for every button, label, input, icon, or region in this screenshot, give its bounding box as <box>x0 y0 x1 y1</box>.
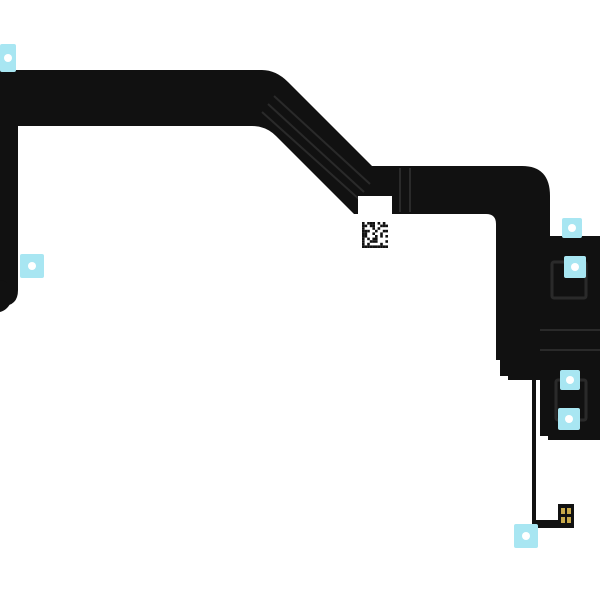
barcode-module <box>377 227 381 230</box>
mounting-tab <box>20 254 44 278</box>
barcode-module <box>372 224 375 228</box>
contact-pad <box>558 504 574 528</box>
barcode-module <box>362 237 365 241</box>
barcode-module <box>367 245 370 248</box>
barcode-module <box>385 224 388 228</box>
mounting-tab <box>0 44 16 72</box>
barcode-module <box>364 245 368 248</box>
barcode-module <box>380 235 383 238</box>
barcode-module <box>382 222 386 225</box>
barcode-module <box>362 227 365 230</box>
barcode-module <box>369 224 373 228</box>
barcode-module <box>380 232 383 235</box>
barcode-module <box>377 245 381 248</box>
barcode-module <box>382 229 386 233</box>
barcode-label <box>358 196 392 248</box>
ribbon-left-arm <box>0 70 408 306</box>
barcode-module <box>382 224 386 228</box>
barcode-module <box>367 222 370 225</box>
mounting-tab <box>560 370 580 390</box>
barcode-module <box>380 242 383 246</box>
barcode-module <box>369 240 373 243</box>
flex-ribbon <box>0 70 600 528</box>
barcode-module <box>367 229 370 233</box>
barcode-module <box>362 229 365 233</box>
barcode-module <box>375 235 378 238</box>
barcode-module <box>364 224 368 228</box>
barcode-module <box>364 235 368 238</box>
barcode-module <box>362 222 365 225</box>
barcode-module <box>385 229 388 233</box>
barcode-module <box>362 224 365 228</box>
mounting-tab <box>562 218 582 238</box>
barcode-module <box>372 237 375 241</box>
contact-gold <box>567 517 571 523</box>
mounting-tab <box>514 524 538 548</box>
mounting-tab <box>564 256 586 278</box>
barcode-module <box>382 245 386 248</box>
ribbon-right-arm <box>408 166 560 528</box>
ribbon-left-tail <box>0 280 12 312</box>
trace-line <box>273 95 371 185</box>
contact-gold <box>561 517 565 523</box>
adhesive-tabs <box>0 44 586 548</box>
barcode-module <box>375 240 378 243</box>
barcode-module <box>369 222 373 225</box>
contact-gold <box>567 508 571 514</box>
barcode-module <box>372 222 375 225</box>
barcode-module <box>385 235 388 238</box>
contact-base <box>558 504 574 528</box>
datamatrix-barcode <box>362 222 388 248</box>
barcode-module <box>372 245 375 248</box>
barcode-module <box>375 229 378 233</box>
trace-line <box>267 103 365 193</box>
mounting-tab <box>558 408 580 430</box>
barcode-module <box>380 245 383 248</box>
barcode-module <box>362 235 365 238</box>
trace-line <box>261 111 361 201</box>
barcode-module <box>364 232 368 235</box>
barcode-module <box>372 240 375 243</box>
barcode-module <box>362 232 365 235</box>
barcode-module <box>369 245 373 248</box>
barcode-module <box>380 224 383 228</box>
barcode-module <box>375 245 378 248</box>
barcode-module <box>372 232 375 235</box>
barcode-module <box>385 240 388 243</box>
barcode-module <box>372 227 375 230</box>
barcode-module <box>362 242 365 246</box>
barcode-module <box>377 222 381 225</box>
contact-gold <box>561 508 565 514</box>
barcode-module <box>364 229 368 233</box>
barcode-module <box>362 240 365 243</box>
barcode-module <box>367 237 370 241</box>
barcode-module <box>362 245 365 248</box>
barcode-module <box>367 242 370 246</box>
barcode-module <box>385 245 388 248</box>
barcode-module <box>375 237 378 241</box>
